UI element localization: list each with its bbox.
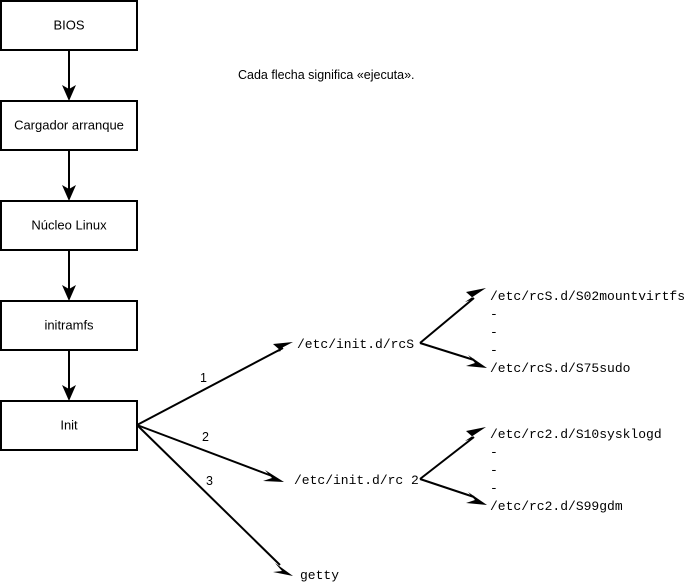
rcs-ellipsis-dash-1: - bbox=[490, 307, 498, 322]
initramfs-label: initramfs bbox=[44, 317, 94, 332]
rc2-ellipsis-dash-1: - bbox=[490, 445, 498, 460]
edge-shaft bbox=[136, 424, 281, 566]
arrow-head-icon bbox=[62, 85, 76, 101]
rcs-last-script: /etc/rcS.d/S75sudo bbox=[490, 361, 630, 376]
arrow-head-icon bbox=[465, 288, 486, 302]
edge-number-3: 3 bbox=[206, 474, 213, 488]
edge-number-1: 1 bbox=[200, 371, 207, 385]
initramfs-box bbox=[0, 300, 138, 351]
rcs-ellipsis-dash-3: - bbox=[490, 343, 498, 358]
bios-label: BIOS bbox=[53, 17, 84, 32]
edge-number-2: 2 bbox=[202, 430, 209, 444]
edge-shaft bbox=[419, 478, 475, 498]
rc2-ellipsis-dash-3: - bbox=[490, 481, 498, 496]
edge-rc2-to-last-script bbox=[419, 478, 487, 505]
edge-rc2-to-first-script bbox=[419, 427, 486, 480]
init-label: Init bbox=[60, 417, 78, 432]
rc2-ellipsis-dash-2: - bbox=[490, 463, 498, 478]
arrow-head-icon bbox=[465, 427, 486, 441]
arrow-head-icon bbox=[272, 342, 293, 353]
bios-box bbox=[0, 0, 138, 51]
arrow-head-icon bbox=[263, 470, 284, 482]
node-bootloader: Cargador arranque bbox=[0, 100, 138, 151]
bootloader-box bbox=[0, 100, 138, 151]
legend-note: Cada flecha significa «ejecuta». bbox=[238, 68, 415, 82]
arrow-head-icon bbox=[62, 285, 76, 301]
rcs-script-list: /etc/rcS.d/S02mountvirtfs - - - /etc/rcS… bbox=[490, 289, 684, 376]
node-kernel: Núcleo Linux bbox=[0, 200, 138, 251]
rcs-first-script: /etc/rcS.d/S02mountvirtfs bbox=[490, 289, 684, 304]
init-box bbox=[0, 400, 138, 451]
arrow-head-icon bbox=[466, 355, 487, 368]
getty-label: getty bbox=[300, 568, 339, 583]
rc2-last-script: /etc/rc2.d/S99gdm bbox=[490, 499, 623, 514]
bootloader-label: Cargador arranque bbox=[14, 117, 124, 132]
edge-shaft bbox=[136, 424, 273, 477]
edge-init-to-getty: 3 bbox=[136, 424, 293, 576]
arrow-head-icon bbox=[62, 385, 76, 401]
edge-rcs-to-first-script bbox=[419, 288, 486, 344]
rcs-ellipsis-dash-2: - bbox=[490, 325, 498, 340]
arrow-head-icon bbox=[466, 492, 487, 505]
node-init: Init bbox=[0, 400, 138, 451]
node-initramfs: initramfs bbox=[0, 300, 138, 351]
rc2-script-label: /etc/init.d/rc 2 bbox=[294, 473, 419, 488]
edge-init-to-rcs: 1 bbox=[136, 342, 293, 426]
edge-shaft bbox=[419, 436, 475, 480]
rcs-script-label: /etc/init.d/rcS bbox=[297, 337, 414, 352]
node-bios: BIOS bbox=[0, 0, 138, 51]
edge-init-to-rc2: 2 bbox=[136, 424, 284, 482]
arrow-bios-to-bootloader bbox=[62, 50, 76, 101]
edge-shaft bbox=[419, 342, 475, 361]
arrow-bootloader-to-kernel bbox=[62, 150, 76, 201]
edge-shaft bbox=[136, 347, 284, 426]
edge-rcs-to-last-script bbox=[419, 342, 487, 368]
rc2-script-list: /etc/rc2.d/S10sysklogd - - - /etc/rc2.d/… bbox=[490, 427, 662, 514]
arrow-head-icon bbox=[273, 563, 293, 576]
edge-shaft bbox=[419, 297, 475, 344]
kernel-label: Núcleo Linux bbox=[31, 217, 107, 232]
arrow-initramfs-to-init bbox=[62, 350, 76, 401]
arrow-head-icon bbox=[62, 185, 76, 201]
rc2-first-script: /etc/rc2.d/S10sysklogd bbox=[490, 427, 662, 442]
arrow-kernel-to-initramfs bbox=[62, 250, 76, 301]
